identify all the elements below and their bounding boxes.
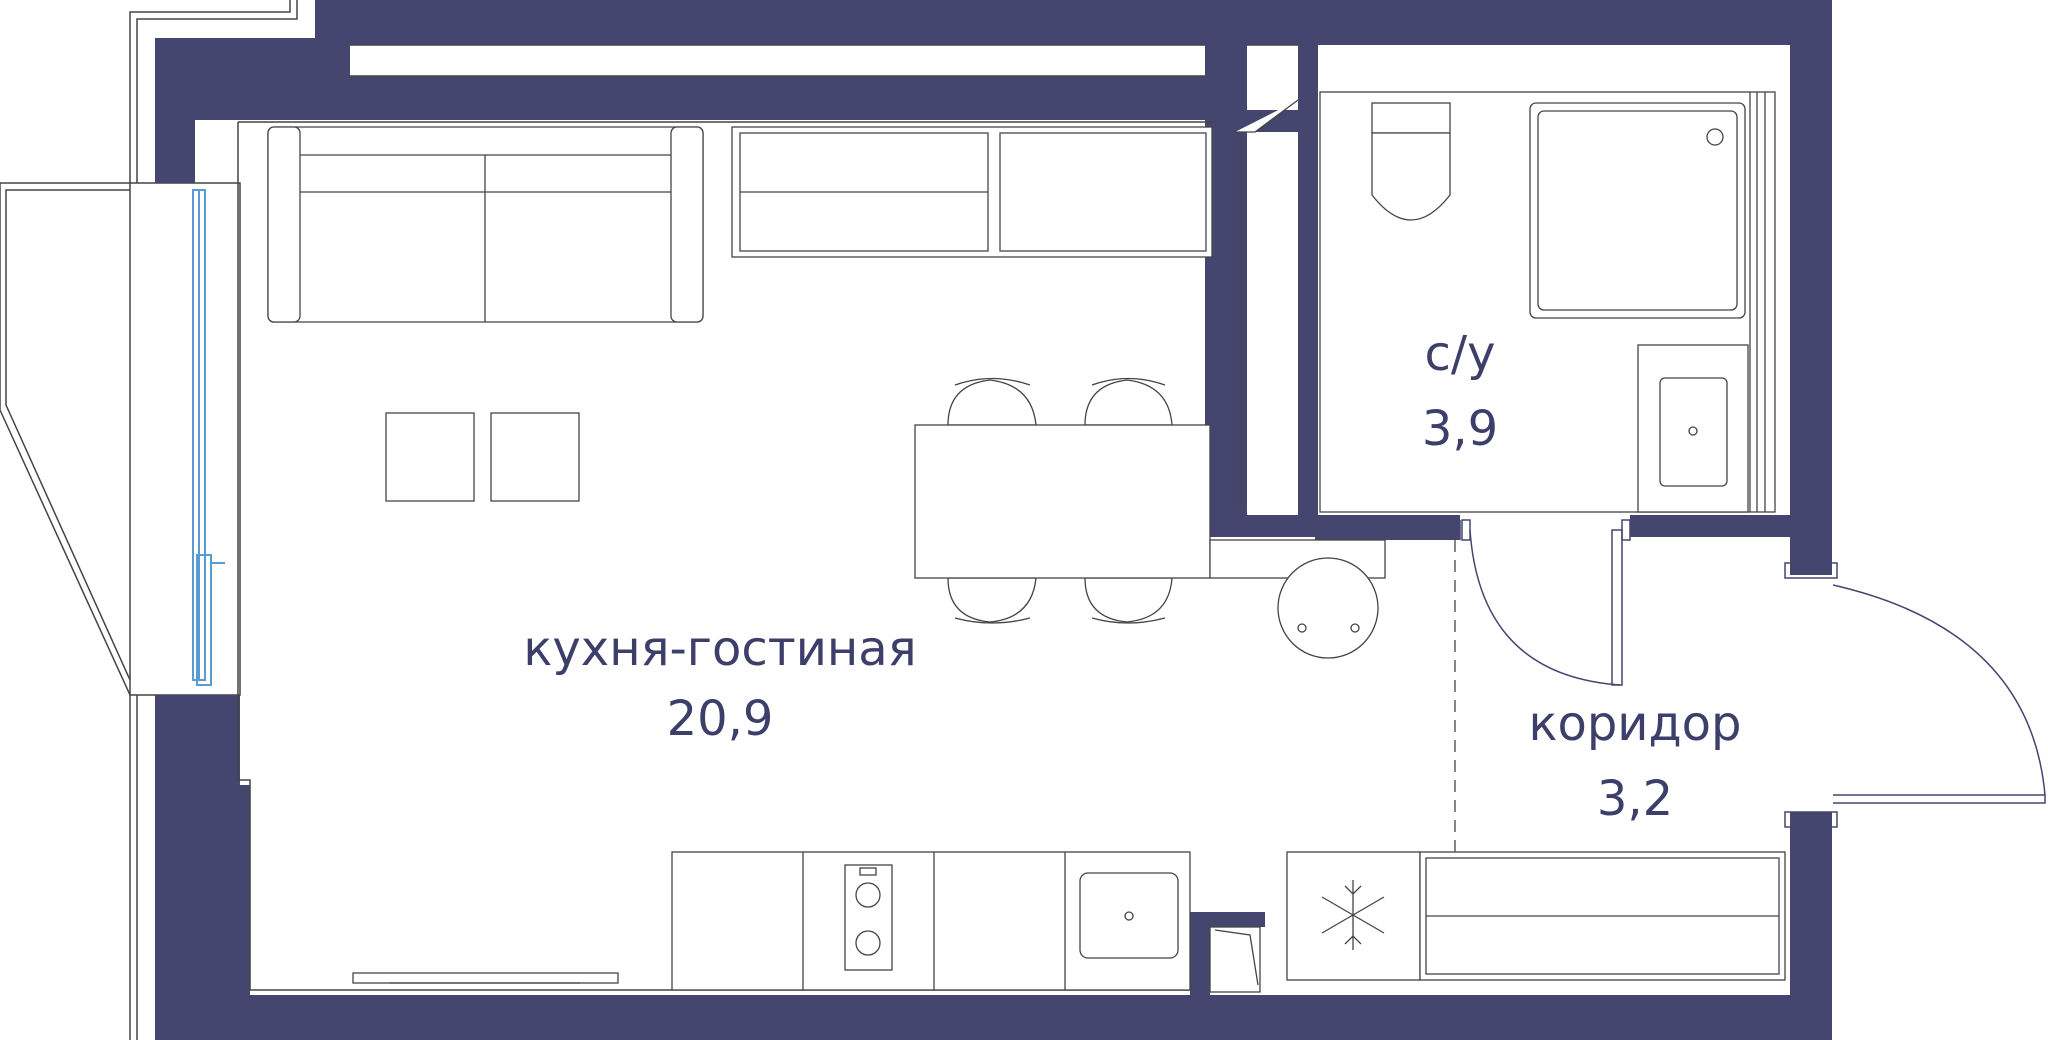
window [192,189,225,686]
room-outline [237,121,1215,991]
wardrobe-top [731,126,1213,258]
shaft [1209,926,1261,993]
wc-door[interactable] [1459,519,1631,686]
room-label-corridor: коридор [1528,696,1742,752]
snowflake-icon [1321,880,1385,950]
corridor-wardrobe [1286,851,1786,981]
room-label-wc: с/у [1424,326,1496,382]
entrance-door[interactable] [1784,562,2046,828]
room-area-kitchen: 20,9 [666,691,774,747]
sofa [267,126,704,323]
ottomans [385,412,580,502]
room-area-corridor: 3,2 [1596,771,1674,827]
balcony [0,182,241,696]
dining-table [914,377,1386,659]
walls [155,0,1832,1040]
outline-lines [129,0,1298,1040]
wc-fixtures [1235,91,1776,513]
room-area-wc: 3,9 [1421,401,1499,457]
kitchen-counter [352,851,1191,991]
room-label-kitchen: кухня-гостиная [523,621,917,677]
